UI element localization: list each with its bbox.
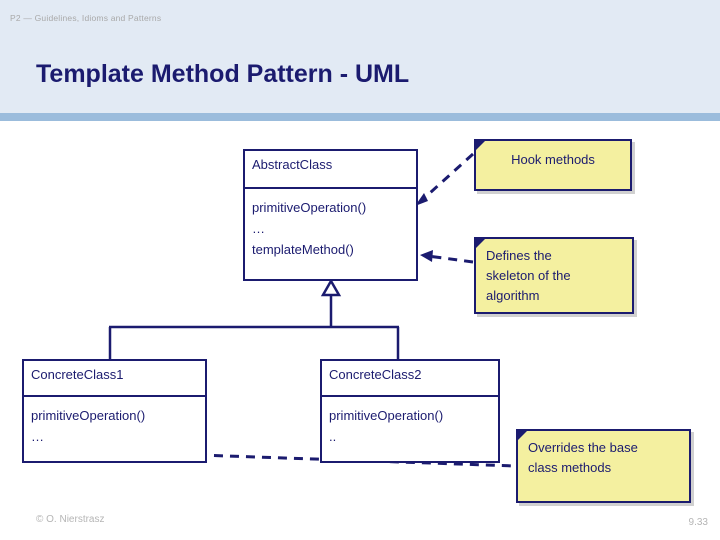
class-name-concrete-class-2: ConcreteClass2 — [322, 361, 498, 397]
uml-note-hook-methods[interactable]: Hook methods — [474, 139, 632, 191]
note-hook-line-1: Hook methods — [511, 152, 595, 167]
class-members-abstract-class: primitiveOperation() … templateMethod() — [245, 189, 416, 265]
note-skeleton-line-2: skeleton of the — [486, 268, 571, 283]
generalization-connector — [108, 278, 400, 359]
note-skeleton-line-1: Defines the — [486, 248, 552, 263]
member-primitive-operation: primitiveOperation() — [31, 408, 146, 423]
member-template-method: templateMethod() — [252, 242, 354, 257]
class-members-concrete-class-2: primitiveOperation() .. — [322, 397, 498, 452]
uml-class-concrete-class-2[interactable]: ConcreteClass2 primitiveOperation() .. — [320, 359, 500, 463]
uml-note-defines-skeleton[interactable]: Defines the skeleton of the algorithm — [474, 237, 634, 314]
hook-note-connector — [415, 152, 475, 206]
uml-note-overrides-base-class[interactable]: Overrides the base class methods — [516, 429, 691, 503]
uml-class-abstract-class[interactable]: AbstractClass primitiveOperation() … tem… — [243, 149, 418, 281]
page-title: Template Method Pattern - UML — [36, 59, 410, 88]
header-divider-rule — [0, 113, 720, 121]
footer-page-number: 9.33 — [688, 517, 708, 528]
class-name-concrete-class-1: ConcreteClass1 — [24, 361, 205, 397]
member-primitive-operation: primitiveOperation() — [252, 200, 367, 215]
note-overrides-line-2: class methods — [528, 460, 612, 475]
note-fold-corner-icon — [476, 141, 485, 150]
note-overrides-line-1: Overrides the base — [528, 440, 638, 455]
uml-diagram: AbstractClass primitiveOperation() … tem… — [0, 121, 720, 540]
class-members-concrete-class-1: primitiveOperation() … — [24, 397, 205, 452]
note-skeleton-line-3: algorithm — [486, 288, 540, 303]
note-fold-corner-icon — [476, 239, 485, 248]
slide-kicker: P2 — Guidelines, Idioms and Patterns — [10, 13, 162, 23]
footer-copyright: © O. Nierstrasz — [36, 514, 105, 525]
member-primitive-operation: primitiveOperation() — [329, 408, 444, 423]
skeleton-note-connector — [420, 250, 474, 264]
member-ellipsis: .. — [329, 429, 337, 444]
member-ellipsis: … — [31, 429, 44, 444]
uml-class-concrete-class-1[interactable]: ConcreteClass1 primitiveOperation() … — [22, 359, 207, 463]
slide-header — [0, 0, 720, 113]
member-ellipsis: … — [252, 221, 265, 236]
class-name-abstract-class: AbstractClass — [245, 151, 416, 189]
note-fold-corner-icon — [518, 431, 527, 440]
